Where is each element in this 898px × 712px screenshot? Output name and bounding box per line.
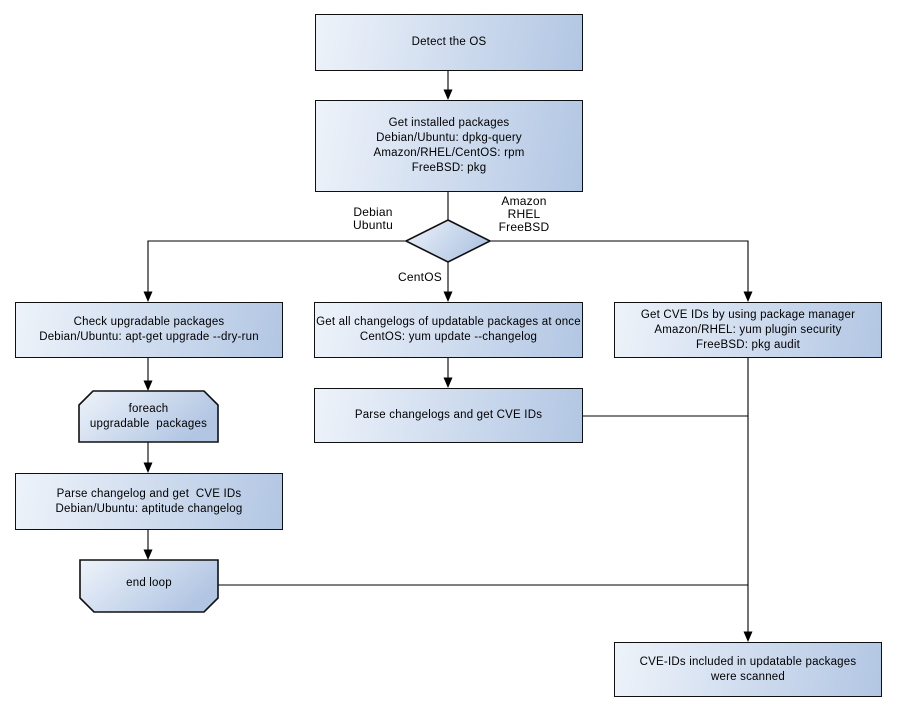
node-get-installed-packages: Get installed packages Debian/Ubuntu: dp…	[315, 100, 583, 192]
end-loop-label: end loop	[126, 576, 172, 589]
arrowhead	[743, 291, 753, 302]
arrowhead	[443, 291, 453, 302]
edge-label-debian-ubuntu: Debian Ubuntu	[353, 205, 393, 232]
node-get-cve-ids-package-manager: Get CVE IDs by using package manager Ama…	[614, 302, 882, 358]
node-cve-ids-scanned-label: CVE-IDs included in updatable packages w…	[639, 655, 857, 683]
arrowhead	[143, 291, 153, 302]
edge-label-amazon-rhel-freebsd: Amazon RHEL FreeBSD	[498, 194, 550, 234]
foreach-loop-label: foreach upgradable packages	[89, 402, 208, 430]
node-cve-ids-scanned: CVE-IDs included in updatable packages w…	[614, 642, 882, 697]
connectors	[147, 71, 749, 634]
node-parse-changelogs-mid: Parse changelogs and get CVE IDs	[314, 388, 583, 443]
arrowheads	[143, 89, 753, 642]
node-get-all-changelogs-label: Get all changelogs of updatable packages…	[316, 316, 581, 343]
node-get-all-changelogs: Get all changelogs of updatable packages…	[314, 302, 583, 358]
node-check-upgradable-packages: Check upgradable packages Debian/Ubuntu:…	[15, 302, 283, 358]
edge-label-centos: CentOS	[398, 270, 442, 284]
foreach-loop-shape	[78, 390, 219, 443]
node-parse-changelogs-mid-label: Parse changelogs and get CVE IDs	[354, 409, 543, 421]
node-detect-os: Detect the OS	[315, 14, 583, 71]
node-detect-os-label: Detect the OS	[411, 36, 487, 48]
arrowhead	[143, 380, 153, 391]
connector-decision-to-check-upgradable	[147, 240, 406, 294]
os-decision-diamond	[404, 219, 492, 263]
foreach-loop-label-box: foreach upgradable packages	[79, 391, 218, 442]
end-loop-shape	[79, 559, 219, 613]
arrowhead	[743, 631, 753, 642]
arrowhead	[143, 462, 153, 473]
arrowhead	[443, 89, 453, 100]
node-parse-changelog-left: Parse changelog and get CVE IDs Debian/U…	[15, 473, 283, 530]
node-get-cve-ids-package-manager-label: Get CVE IDs by using package manager Ama…	[640, 308, 856, 351]
node-parse-changelog-left-label: Parse changelog and get CVE IDs Debian/U…	[55, 487, 243, 515]
node-check-upgradable-packages-label: Check upgradable packages Debian/Ubuntu:…	[39, 316, 259, 343]
arrowhead	[443, 377, 453, 388]
end-loop-label-box: end loop	[80, 560, 218, 606]
node-get-installed-packages-label: Get installed packages Debian/Ubuntu: dp…	[373, 117, 525, 174]
connector-decision-to-get-cve	[490, 240, 749, 294]
arrowhead	[143, 549, 153, 560]
